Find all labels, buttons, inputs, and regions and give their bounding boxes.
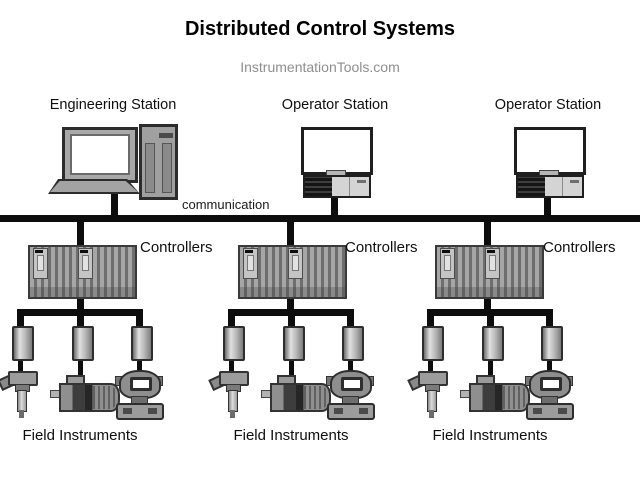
field-instruments-3-label: Field Instruments [432,427,548,444]
io-module-icon [283,326,305,361]
io-module-icon [482,326,504,361]
pressure-transmitter-icon [115,370,164,420]
communication-bus-label: communication [182,197,270,212]
operator2-cpu-icon [516,175,584,198]
communication-bus-line [0,215,640,222]
temperature-sensor-icon [407,369,448,419]
field-group-2: Field Instruments [208,309,375,459]
controller-rack-2-icon [238,245,347,299]
controller-rack-1-icon [28,245,137,299]
controller-2-label: Controllers [345,239,418,256]
motor-pump-icon [50,375,120,412]
controller-3-label: Controllers [543,239,616,256]
keyboard-icon [48,179,140,194]
operator-station-2-label: Operator Station [494,97,602,113]
controller1-branch-drop [77,294,84,311]
operator1-cpu-icon [303,175,371,198]
bus-to-controller1-line [77,222,84,246]
bus-to-controller2-line [287,222,294,246]
engineering-station-label: Engineering Station [49,97,177,113]
bus-to-controller3-line [484,222,491,246]
controller-1-label: Controllers [140,239,213,256]
field-group-1: Field Instruments [0,309,164,459]
temperature-sensor-icon [0,369,38,419]
temperature-sensor-icon [208,369,249,419]
controller3-branch-drop [484,294,491,311]
io-module-icon [131,326,153,361]
watermark-text: InstrumentationTools.com [240,59,400,75]
field-instruments-1-label: Field Instruments [22,427,138,444]
operator2-monitor-icon [514,127,586,175]
field-instruments-2-label: Field Instruments [233,427,349,444]
controller-rack-3-icon [435,245,544,299]
operator1-monitor-icon [301,127,373,175]
operator-station-1-label: Operator Station [281,97,389,113]
motor-pump-icon [261,375,331,412]
controller2-branch-drop [287,294,294,311]
computer-tower-icon [139,124,178,200]
motor-pump-icon [460,375,530,412]
io-module-icon [223,326,245,361]
engineering-monitor-icon [62,127,138,183]
io-module-icon [72,326,94,361]
io-module-icon [422,326,444,361]
io-module-icon [342,326,364,361]
monitor-screen [70,134,130,175]
io-module-icon [541,326,563,361]
io-module-icon [12,326,34,361]
drop-line-operator1 [331,193,338,218]
pressure-transmitter-icon [326,370,375,420]
drop-line-operator2 [544,193,551,218]
field-group-3: Field Instruments [407,309,574,459]
pressure-transmitter-icon [525,370,574,420]
page-title: Distributed Control Systems [184,18,456,40]
tower-drive-slot [159,133,173,138]
drop-line-engineering [111,193,118,218]
